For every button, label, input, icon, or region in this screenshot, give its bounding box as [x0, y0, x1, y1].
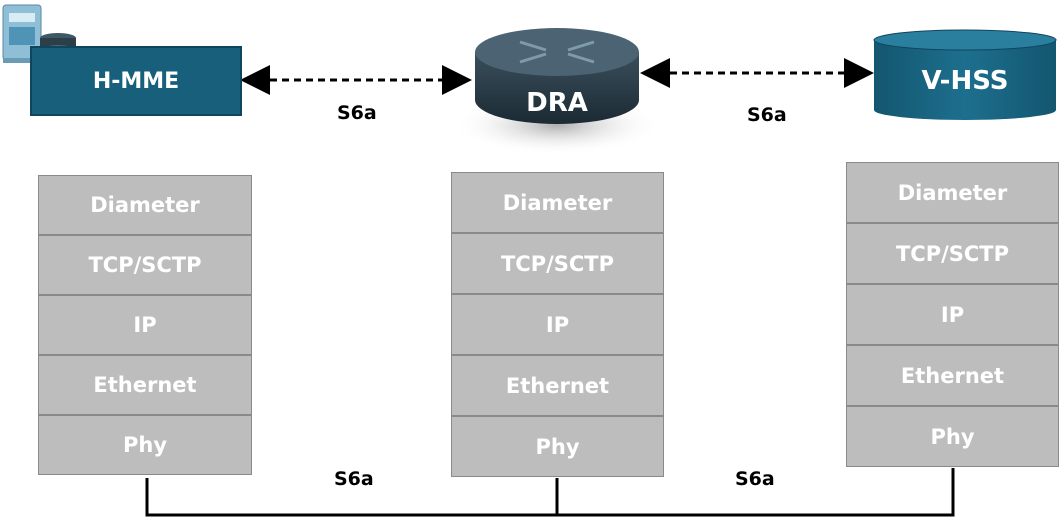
h-mme-node: H-MME	[30, 46, 242, 116]
layer-ethernet: Ethernet	[38, 355, 252, 415]
v-hss-label: V-HSS	[921, 66, 1009, 96]
layer-diameter: Diameter	[451, 172, 664, 233]
v-hss-node: V-HSS	[874, 52, 1056, 110]
layer-tcp-sctp: TCP/SCTP	[451, 233, 664, 294]
h-mme-label: H-MME	[92, 68, 180, 94]
dra-protocol-stack: Diameter TCP/SCTP IP Ethernet Phy	[451, 172, 664, 477]
dra-label: DRA	[526, 88, 588, 118]
layer-ip: IP	[846, 284, 1059, 345]
layer-diameter: Diameter	[846, 162, 1059, 223]
s6a-label-bottom-right: S6a	[735, 468, 775, 490]
dra-node: DRA	[475, 82, 639, 124]
layer-phy: Phy	[38, 415, 252, 475]
layer-tcp-sctp: TCP/SCTP	[38, 235, 252, 295]
layer-phy: Phy	[451, 416, 664, 477]
s6a-label-top-right: S6a	[747, 104, 787, 126]
router-icon	[452, 28, 662, 155]
layer-diameter: Diameter	[38, 175, 252, 235]
phy-link-left	[145, 478, 559, 517]
v-hss-protocol-stack: Diameter TCP/SCTP IP Ethernet Phy	[846, 162, 1059, 467]
h-mme-protocol-stack: Diameter TCP/SCTP IP Ethernet Phy	[38, 175, 252, 475]
layer-ip: IP	[38, 295, 252, 355]
layer-phy: Phy	[846, 406, 1059, 467]
layer-ethernet: Ethernet	[846, 345, 1059, 406]
layer-tcp-sctp: TCP/SCTP	[846, 223, 1059, 284]
database-cylinder-icon	[873, 29, 1057, 120]
phy-link-right	[557, 468, 955, 517]
layer-ethernet: Ethernet	[451, 355, 664, 416]
s6a-label-top-left: S6a	[337, 102, 377, 124]
layer-ip: IP	[451, 294, 664, 355]
s6a-label-bottom-left: S6a	[334, 468, 374, 490]
